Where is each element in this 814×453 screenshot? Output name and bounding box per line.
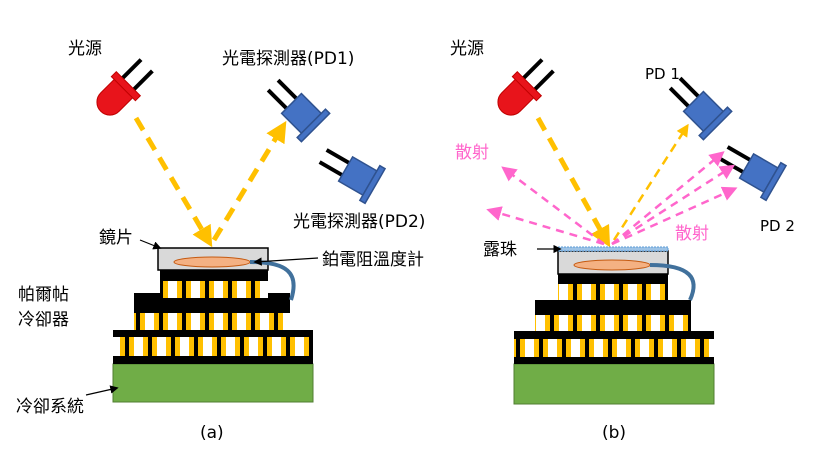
cooling-system-b (513, 363, 715, 405)
label-scatter-left: 散射 (455, 143, 489, 163)
incident-beam-b (535, 116, 611, 248)
label-dew: 露珠 (483, 240, 517, 260)
pointer-thermometer-a (253, 257, 319, 266)
label-scatter-right: 散射 (675, 224, 709, 244)
caption-a: (a) (200, 423, 224, 443)
incident-beam-a (133, 116, 213, 248)
label-mirror-a: 鏡片 (99, 228, 133, 248)
scatter-beam-left-2 (486, 206, 605, 246)
caption-b: (b) (602, 423, 626, 443)
scatter-beam-right-2 (611, 164, 736, 246)
photodetector-pd2-a (318, 148, 387, 205)
label-pd1-a: 光電探測器(PD1) (222, 49, 354, 69)
thermometer-a (173, 256, 251, 268)
light-source-b (497, 58, 555, 116)
panel-a: 光源 光電探測器(PD1) 光電探測器(PD2) 鏡片 鉑電阻溫度計 帕爾帖 冷… (16, 39, 425, 443)
dew-layer (557, 246, 669, 252)
scatter-beam-left-1 (501, 166, 605, 245)
label-peltier-a-line1: 帕爾帖 (18, 285, 69, 305)
label-light-source-a: 光源 (68, 39, 102, 59)
label-cooling-a: 冷卻系統 (16, 397, 84, 417)
cooling-system-a (112, 363, 314, 403)
pointer-cooling-a (85, 385, 119, 396)
scatter-beam-right-1 (611, 151, 725, 245)
light-source-a (96, 58, 154, 116)
label-peltier-a-line2: 冷卻器 (18, 310, 69, 330)
label-thermometer-a: 鉑電阻溫度計 (322, 250, 424, 270)
label-pd2-b: PD 2 (760, 217, 795, 235)
scatter-beam-right-3 (611, 186, 738, 246)
label-pd2-a: 光電探測器(PD2) (293, 212, 425, 232)
peltier-stack-b (514, 274, 714, 364)
label-pd1-b: PD 1 (645, 65, 680, 83)
reflected-beam-b (612, 123, 689, 241)
thermometer-wire-b (649, 263, 696, 301)
pointer-mirror-a (139, 239, 162, 250)
photodetector-pd1-b (668, 76, 733, 141)
thermometer-b (573, 259, 651, 271)
photodetector-pd2-b (719, 145, 788, 202)
photodetector-pd1-a (266, 78, 331, 143)
peltier-stack-a (113, 270, 313, 364)
label-light-source-b: 光源 (450, 39, 484, 59)
reflected-beam-a (211, 120, 287, 242)
panel-b: 光源 PD 1 PD 2 散射 散射 露珠 (b) (450, 39, 795, 443)
